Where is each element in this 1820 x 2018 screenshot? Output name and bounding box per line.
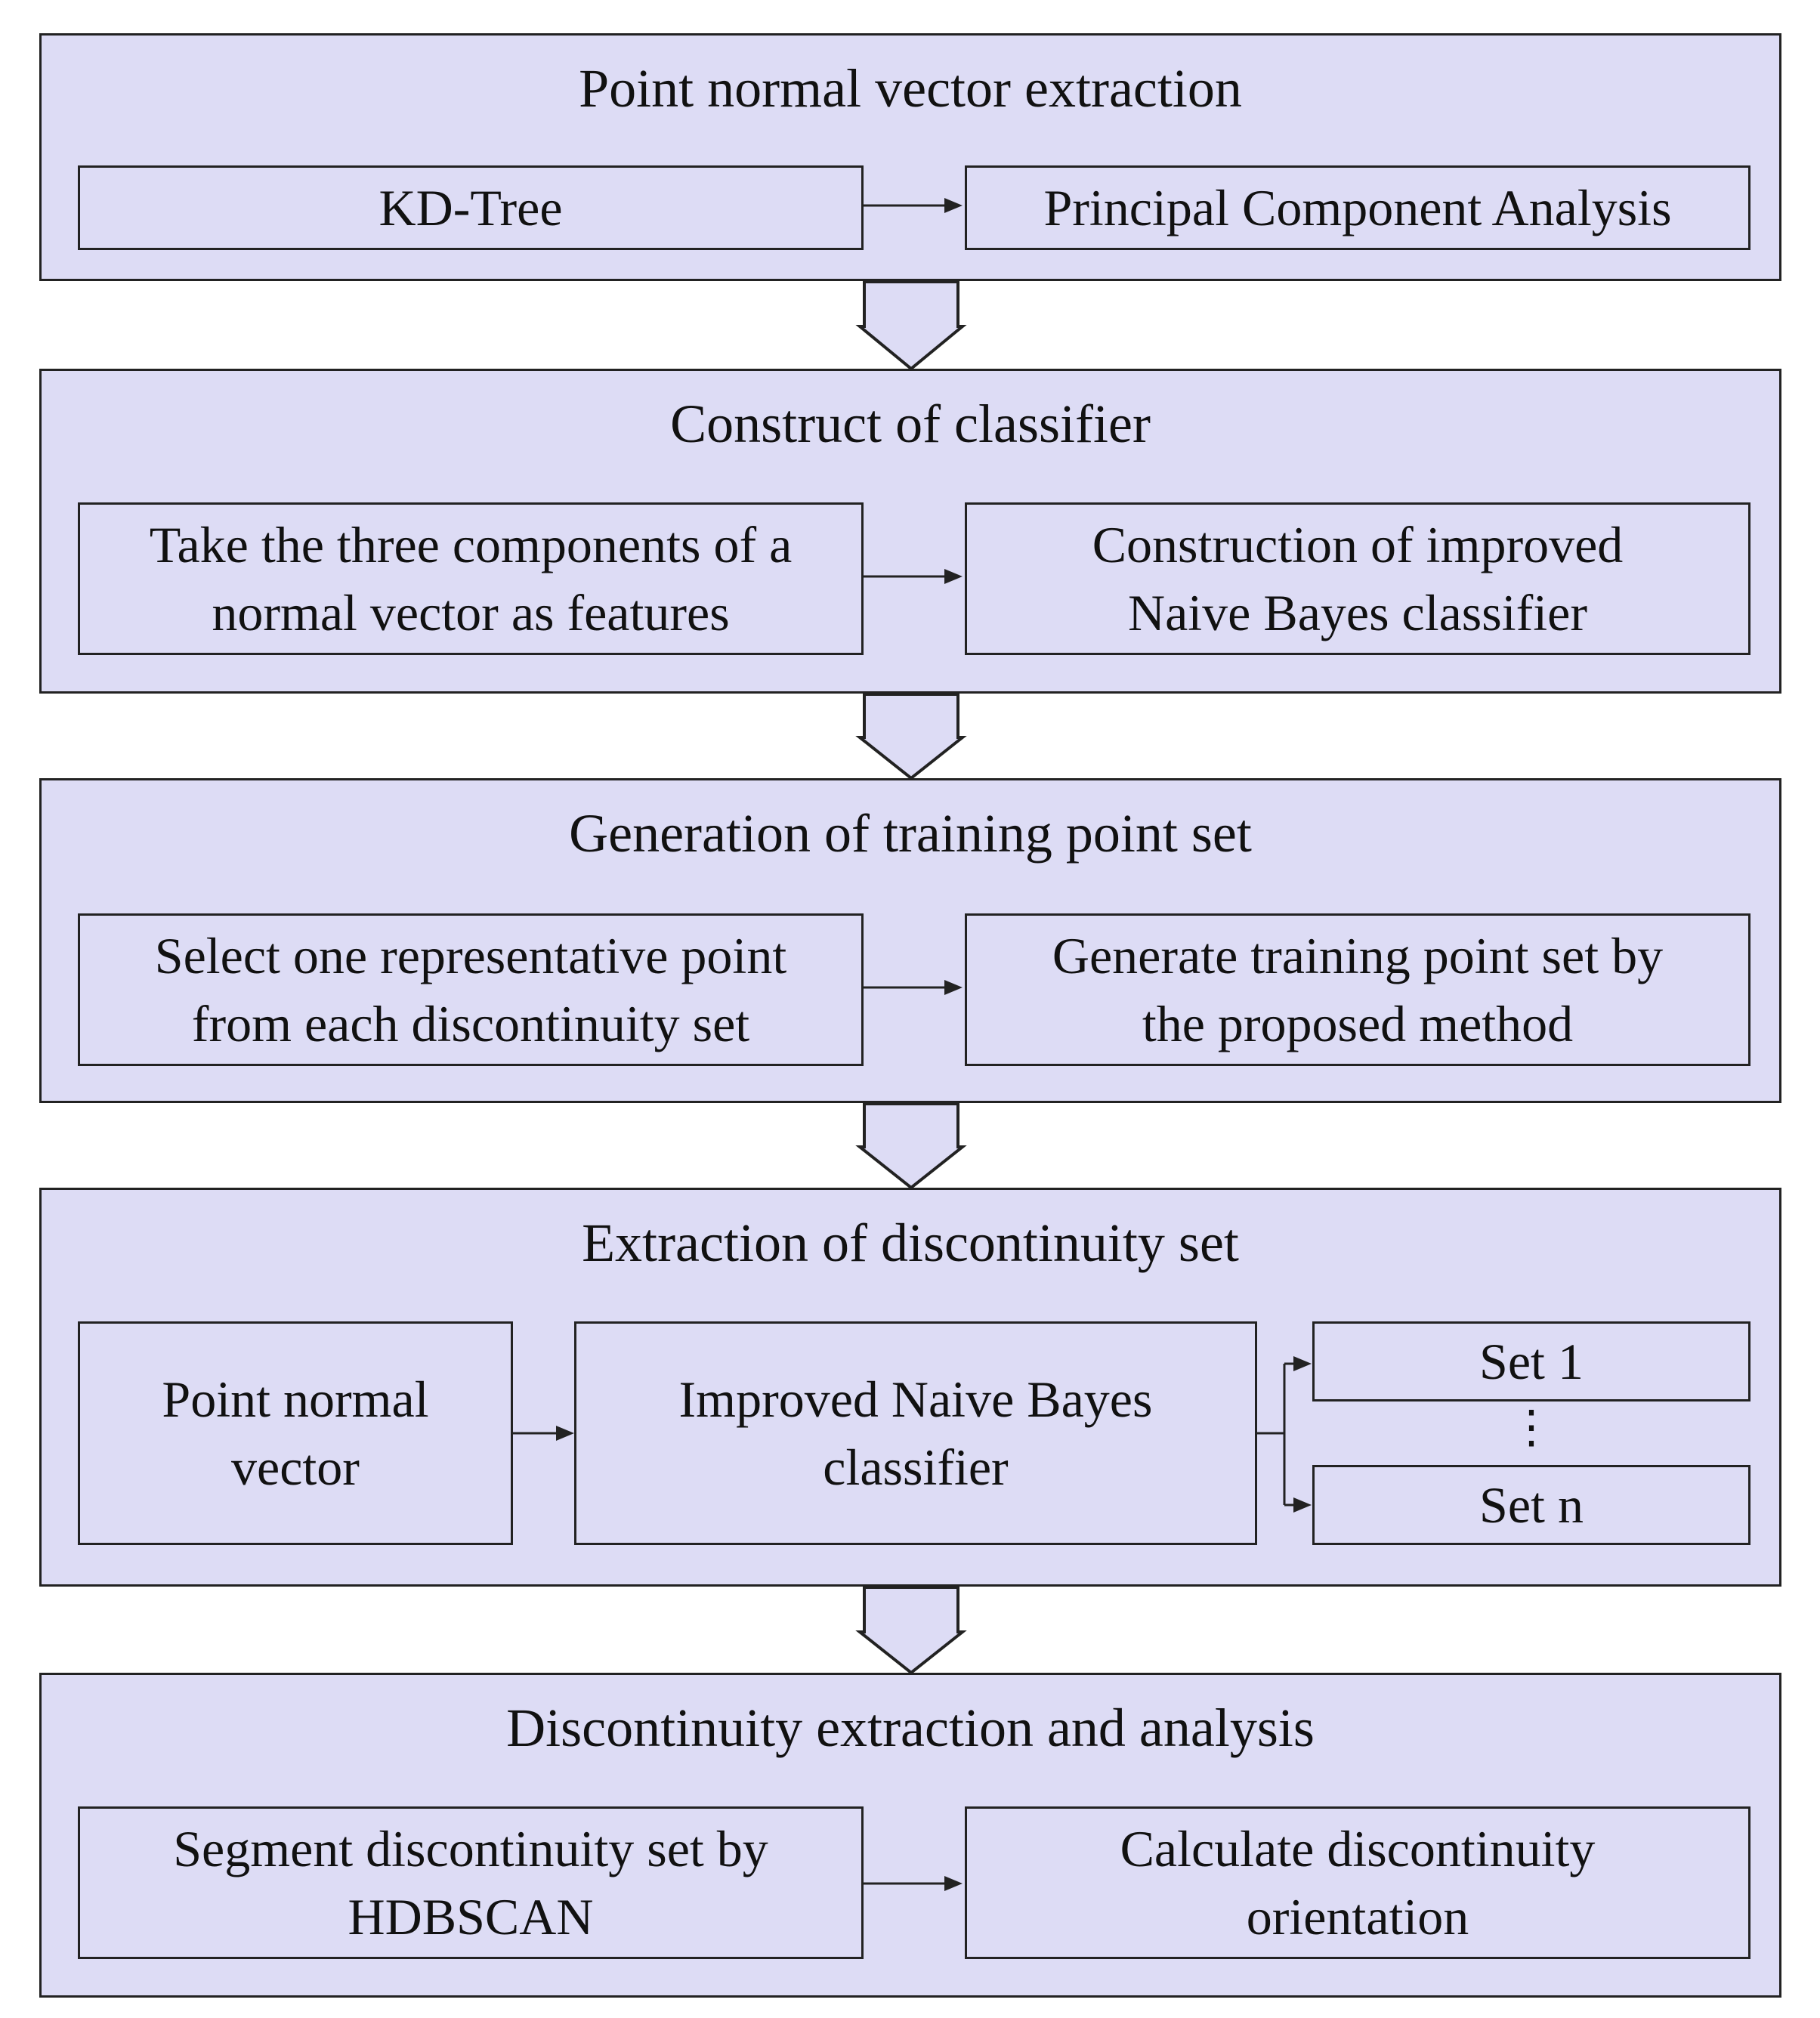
panel-title: Construct of classifier <box>670 394 1151 454</box>
down-arrow-4 <box>855 1586 967 1675</box>
arrow-kd-to-pca <box>861 198 963 213</box>
down-arrow-1 <box>855 280 967 371</box>
step-select-point: Select one representative point from eac… <box>78 913 864 1066</box>
panel-training-point-set: Generation of training point set Select … <box>39 778 1781 1103</box>
panel-title: Discontinuity extraction and analysis <box>506 1698 1315 1758</box>
down-arrow-2 <box>855 693 967 780</box>
arrow-select-to-generate <box>861 980 963 995</box>
panel-discontinuity-set-extraction: Extraction of discontinuity set Point no… <box>39 1188 1781 1587</box>
arrow-classifier-to-sets <box>1255 1356 1312 1513</box>
panel-discontinuity-analysis: Discontinuity extraction and analysis Se… <box>39 1673 1781 1998</box>
down-arrow-3 <box>855 1102 967 1190</box>
arrow-features-to-classifier <box>861 569 963 584</box>
panel-construct-classifier: Construct of classifier Take the three c… <box>39 369 1781 694</box>
step-features: Take the three components of a normal ve… <box>78 502 864 655</box>
panel-title: Point normal vector extraction <box>579 58 1242 119</box>
step-improved-classifier: Improved Naive Bayes classifier <box>574 1321 1257 1545</box>
panel-title: Extraction of discontinuity set <box>582 1213 1239 1273</box>
step-pca: Principal Component Analysis <box>965 165 1750 250</box>
step-orientation: Calculate discontinuity orientation <box>965 1806 1750 1959</box>
ellipsis: ⋮ <box>1509 1402 1554 1452</box>
panel-title: Generation of training point set <box>569 803 1252 864</box>
arrow-vector-to-classifier <box>511 1426 574 1441</box>
step-kd-tree: KD-Tree <box>78 165 864 250</box>
arrow-hdbscan-to-orientation <box>861 1876 963 1891</box>
step-build-classifier: Construction of improved Naive Bayes cla… <box>965 502 1750 655</box>
step-hdbscan: Segment discontinuity set by HDBSCAN <box>78 1806 864 1959</box>
step-generate-training-set: Generate training point set by the propo… <box>965 913 1750 1066</box>
output-set-1: Set 1 <box>1312 1321 1750 1401</box>
step-point-normal-vector: Point normal vector <box>78 1321 513 1545</box>
output-set-n: Set n <box>1312 1465 1750 1545</box>
panel-normal-vector-extraction: Point normal vector extraction KD-Tree P… <box>39 33 1781 281</box>
